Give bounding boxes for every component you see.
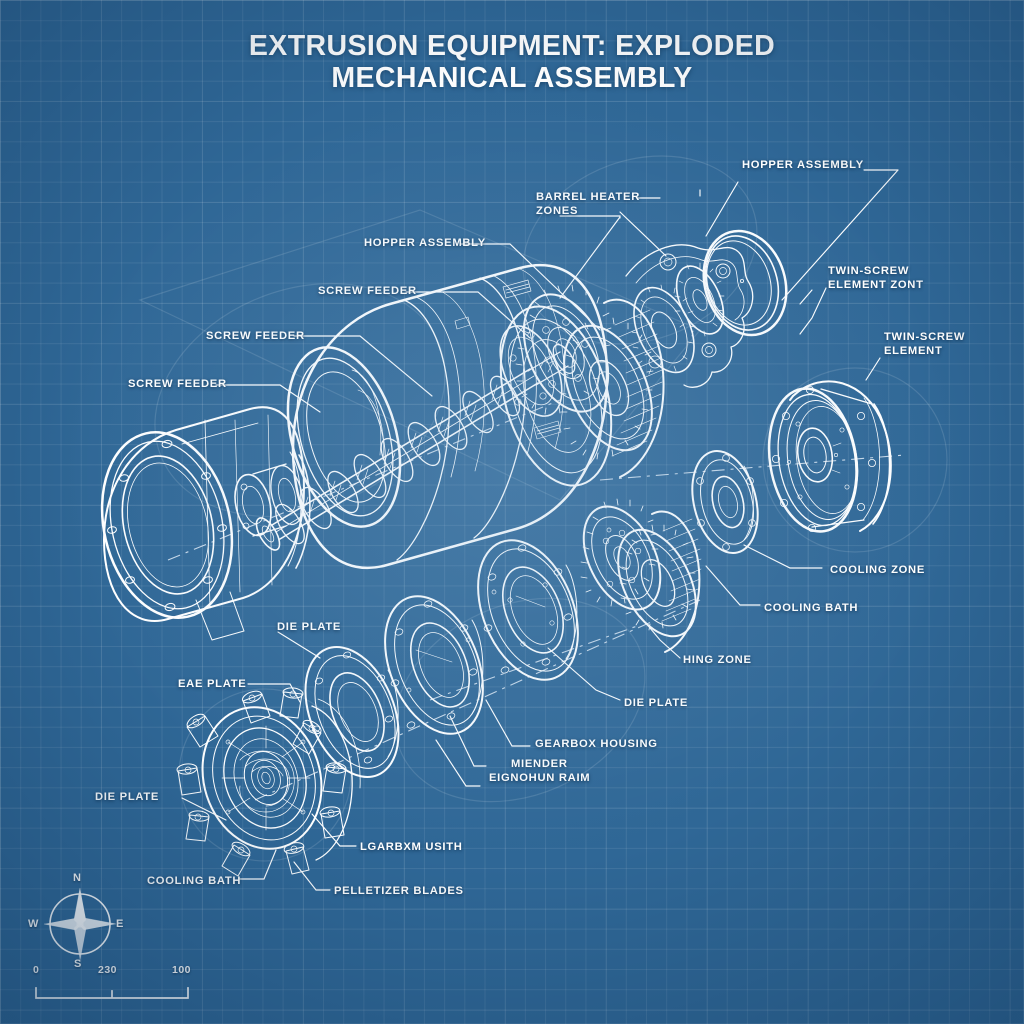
compass-west-label: W	[28, 918, 39, 930]
callout-barrel-heater-zones: BARREL HEATER ZONES	[536, 191, 641, 218]
callout-screw-feeder-upper: SCREW FEEDER	[318, 285, 417, 297]
scale-tick-1: 230	[98, 964, 118, 976]
callout-hopper-assembly-right: HOPPER ASSEMBLY	[742, 159, 864, 171]
compass-east-label: E	[116, 918, 124, 930]
callout-die-plate-barrel: DIE PLATE	[277, 621, 342, 633]
callout-screw-feeder-lower: SCREW FEEDER	[128, 378, 227, 390]
callout-miender-garble: MIENDER	[511, 758, 568, 770]
scale-bar: 0 230 100	[32, 964, 192, 1008]
callout-eae-plate: EAE PLATE	[178, 678, 247, 690]
callout-die-plate-flange: DIE PLATE	[624, 697, 689, 709]
compass-south-label: S	[74, 958, 82, 970]
callout-pelletizer-blades: PELLETIZER BLADES	[334, 885, 464, 897]
callout-hopper-assembly-left: HOPPER ASSEMBLY	[364, 237, 486, 249]
callout-screw-feeder-middle: SCREW FEEDER	[206, 330, 305, 342]
callout-die-plate-pelletizer: DIE PLATE	[95, 791, 160, 803]
callout-twin-screw-element: TWIN-SCREW ELEMENT	[884, 331, 966, 358]
callout-twin-screw-element-zont: TWIN-SCREW ELEMENT ZONT	[828, 265, 924, 292]
compass-north-label: N	[73, 872, 81, 884]
scale-tick-2: 100	[172, 964, 192, 976]
callout-cooling-zone: COOLING ZONE	[830, 564, 926, 576]
scale-tick-0: 0	[33, 964, 40, 976]
callout-lgarbxm-usith-garble: LGARBXM USITH	[360, 841, 463, 853]
callout-cooling-bath-left: COOLING BATH	[147, 875, 242, 887]
callout-gearbox-housing: GEARBOX HOUSING	[535, 738, 658, 750]
callout-eignohun-raim-garble: EIGNOHUN RAIM	[489, 772, 591, 784]
callout-cooling-bath-right: COOLING BATH	[764, 602, 859, 614]
callout-hing-zone: HING ZONE	[683, 654, 752, 666]
compass-rose: N S E W	[26, 868, 134, 976]
